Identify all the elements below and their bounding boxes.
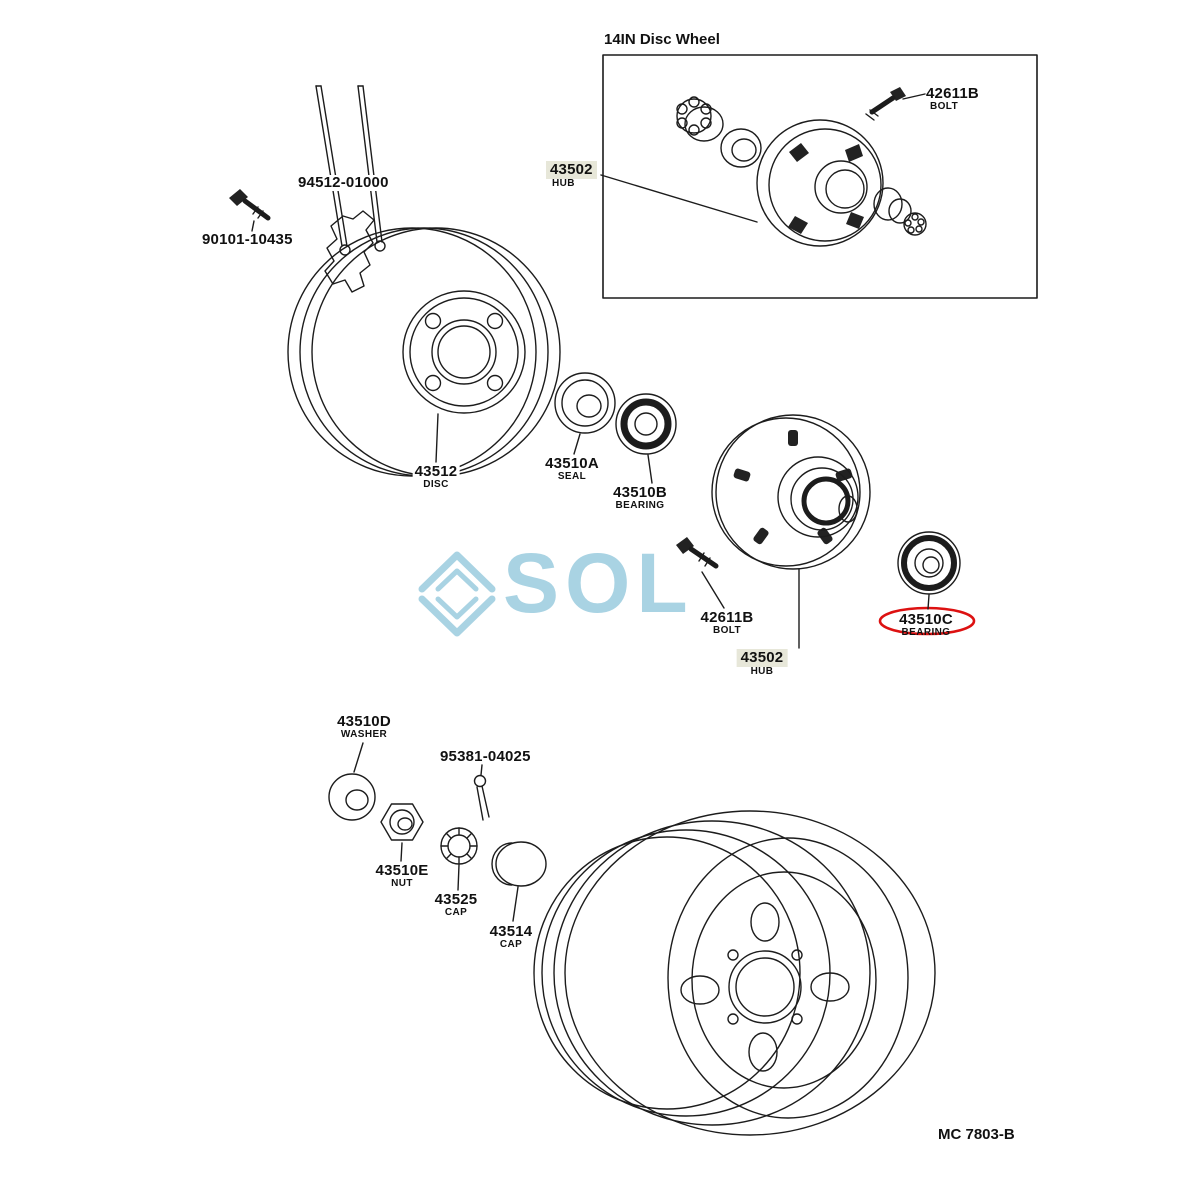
- part-number: 43510D: [337, 713, 391, 730]
- part-name: BOLT: [712, 625, 742, 637]
- label-washer: 43510D WASHER: [337, 713, 391, 741]
- part-number: 42611B: [700, 609, 754, 626]
- label-hub-top: 43502 HUB: [546, 161, 597, 190]
- part-name: BOLT: [930, 101, 959, 113]
- label-seal: 43510A SEAL: [545, 455, 599, 483]
- outer-bearing-drawing: [897, 531, 961, 595]
- caliper-bolt-drawing: [229, 189, 271, 221]
- seal-drawing: [554, 372, 616, 434]
- washer-drawing: [328, 773, 376, 821]
- inset-box: [602, 54, 1038, 299]
- part-name: BEARING: [615, 500, 665, 512]
- caliper-bracket-drawing: [324, 210, 375, 293]
- part-number: 43510E: [375, 862, 429, 879]
- label-grease-cap: 43514 CAP: [489, 923, 533, 951]
- inset-hub-assembly-drawing: [676, 87, 927, 247]
- part-number: 43512: [412, 463, 460, 481]
- part-name: DISC: [421, 479, 451, 491]
- label-disc: 43512 DISC: [412, 463, 460, 491]
- leader-lines: [251, 93, 930, 922]
- nut-drawing: [380, 803, 424, 841]
- wheel-drawing: [533, 810, 936, 1136]
- label-bearing-outer: 43510C BEARING: [899, 611, 953, 639]
- stud-bolt-drawing: [676, 537, 719, 569]
- brake-disc-drawing: [287, 227, 561, 477]
- label-guide-pin: 94512-01000: [296, 174, 391, 192]
- part-number: 43502: [546, 161, 597, 180]
- label-stud-bolt: 42611B BOLT: [700, 609, 754, 637]
- part-number: 42611B: [926, 85, 979, 102]
- part-number: 95381-04025: [440, 748, 531, 765]
- part-number: 43525: [434, 891, 478, 908]
- part-name: HUB: [552, 178, 575, 190]
- label-caliper-bolt: 90101-10435: [202, 231, 293, 248]
- watermark-text: SOL: [503, 536, 694, 630]
- hub-assembly-drawing: [711, 414, 871, 570]
- part-name: WASHER: [340, 729, 388, 741]
- part-name: NUT: [391, 878, 413, 890]
- part-number: 43510A: [545, 455, 599, 472]
- part-number: 94512-01000: [296, 174, 391, 192]
- guide-pins-drawing: [315, 85, 386, 256]
- part-name: CAP: [444, 907, 468, 919]
- part-number: 43510C: [899, 611, 953, 628]
- label-bolt-top: 42611B BOLT: [926, 85, 979, 113]
- inner-bearing-drawing: [615, 393, 677, 455]
- castle-cap-drawing: [440, 827, 478, 865]
- label-cotter-pin: 95381-04025: [440, 748, 531, 765]
- cotter-pin-drawing: [473, 774, 490, 821]
- part-name: CAP: [499, 939, 523, 951]
- label-bearing-cap: 43525 CAP: [434, 891, 478, 919]
- part-name: SEAL: [557, 471, 587, 483]
- part-number: 90101-10435: [202, 231, 293, 248]
- emphasis-ellipse: [878, 606, 976, 636]
- inset-title: 14IN Disc Wheel: [604, 31, 720, 48]
- part-name: BEARING: [901, 627, 951, 639]
- diagram-code: MC 7803-B: [938, 1126, 1015, 1143]
- grease-cap-drawing: [491, 841, 547, 887]
- part-number: 43510B: [613, 484, 667, 501]
- watermark-logo: [418, 551, 496, 637]
- part-number: 43502: [736, 649, 788, 668]
- part-number: 43514: [489, 923, 533, 940]
- part-name: HUB: [750, 666, 774, 678]
- label-hub: 43502 HUB: [736, 649, 788, 678]
- label-bearing-inner: 43510B BEARING: [613, 484, 667, 512]
- label-nut: 43510E NUT: [375, 862, 429, 890]
